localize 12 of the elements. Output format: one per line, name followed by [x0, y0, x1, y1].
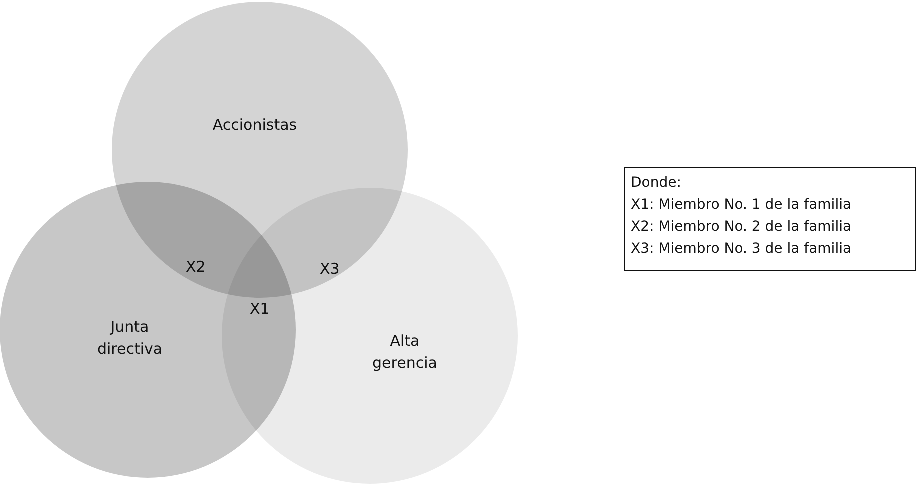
legend-text: X1: Miembro No. 1 de la familia: [631, 196, 853, 215]
region-label: X2: [186, 258, 206, 276]
legend-text: X3: Miembro No. 3 de la familia: [631, 240, 853, 259]
circle-label: Accionistas: [212, 115, 298, 136]
legend-box: [624, 167, 916, 271]
circle-label: Junta directiva: [96, 317, 164, 360]
venn-circle: [222, 188, 518, 484]
circle-label: Alta gerencia: [372, 331, 438, 374]
region-label: X1: [250, 300, 270, 318]
legend-text: X2: Miembro No. 2 de la familia: [631, 218, 853, 237]
region-label: X3: [320, 260, 340, 278]
legend-text: Donde:: [631, 174, 682, 193]
